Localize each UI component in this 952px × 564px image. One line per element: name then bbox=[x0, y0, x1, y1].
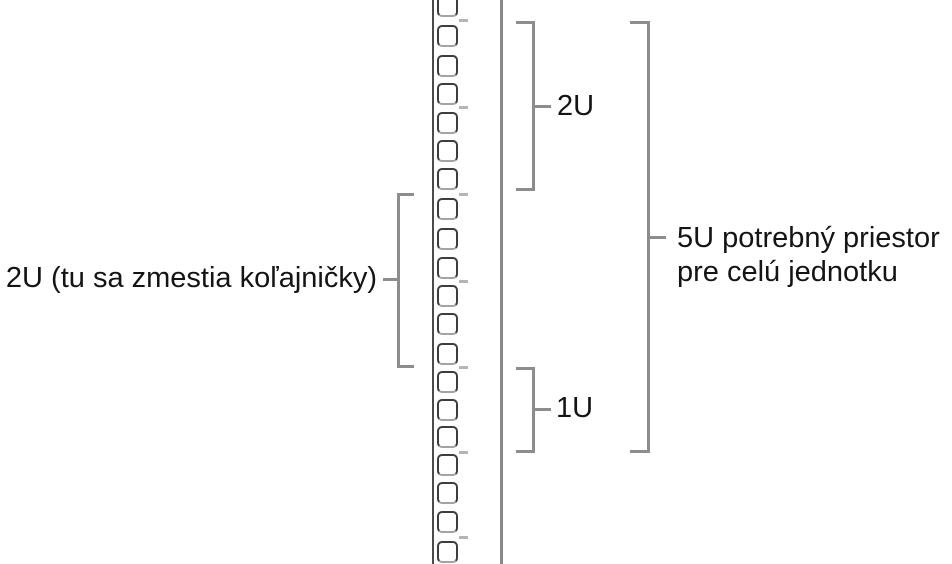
u-boundary-tick bbox=[459, 193, 468, 196]
bracket-rails-2u bbox=[397, 193, 414, 368]
rail-hole bbox=[437, 198, 458, 220]
rail-hole bbox=[437, 511, 458, 533]
u-boundary-tick bbox=[459, 536, 468, 539]
rail-hole bbox=[437, 55, 458, 77]
u-boundary-tick bbox=[459, 106, 468, 109]
rail-hole bbox=[437, 313, 458, 335]
u-boundary-tick bbox=[459, 451, 468, 454]
bracket-top-2u-tick bbox=[535, 105, 551, 108]
rail-hole bbox=[437, 0, 458, 17]
rail-hole bbox=[437, 140, 458, 162]
rail-hole bbox=[437, 399, 458, 421]
bracket-bottom-1u-tick bbox=[535, 408, 551, 411]
label-total-5u-line2: pre celú jednotku bbox=[677, 256, 898, 288]
bracket-bottom-1u bbox=[516, 367, 535, 453]
u-boundary-tick bbox=[459, 280, 468, 283]
label-top-2u: 2U bbox=[557, 90, 595, 122]
label-total-5u: 5U potrebný priestor pre celú jednotku bbox=[677, 221, 940, 289]
rail-hole bbox=[437, 371, 458, 393]
rail-hole bbox=[437, 482, 458, 504]
label-rails-2u: 2U (tu sa zmestia koľajničky) bbox=[5, 262, 377, 294]
bracket-total-5u bbox=[630, 21, 650, 453]
rail-hole bbox=[437, 168, 458, 190]
rail-hole bbox=[437, 228, 458, 250]
label-bottom-1u: 1U bbox=[556, 392, 594, 424]
bracket-total-5u-tick bbox=[650, 236, 666, 239]
rack-post-line bbox=[500, 0, 503, 564]
rail-hole bbox=[437, 257, 458, 279]
label-total-5u-line1: 5U potrebný priestor bbox=[677, 222, 940, 254]
rail-hole bbox=[437, 25, 458, 47]
bracket-top-2u bbox=[516, 21, 535, 191]
rail-hole bbox=[437, 541, 458, 563]
rail-hole bbox=[437, 83, 458, 105]
rail-hole bbox=[437, 285, 458, 307]
rail-hole bbox=[437, 112, 458, 134]
bracket-rails-2u-tick bbox=[383, 278, 397, 281]
u-boundary-tick bbox=[459, 366, 468, 369]
u-boundary-tick bbox=[459, 19, 468, 22]
rail-hole bbox=[437, 426, 458, 448]
rail-hole bbox=[437, 343, 458, 365]
rail-hole bbox=[437, 454, 458, 476]
rail-edge-line bbox=[432, 0, 434, 564]
